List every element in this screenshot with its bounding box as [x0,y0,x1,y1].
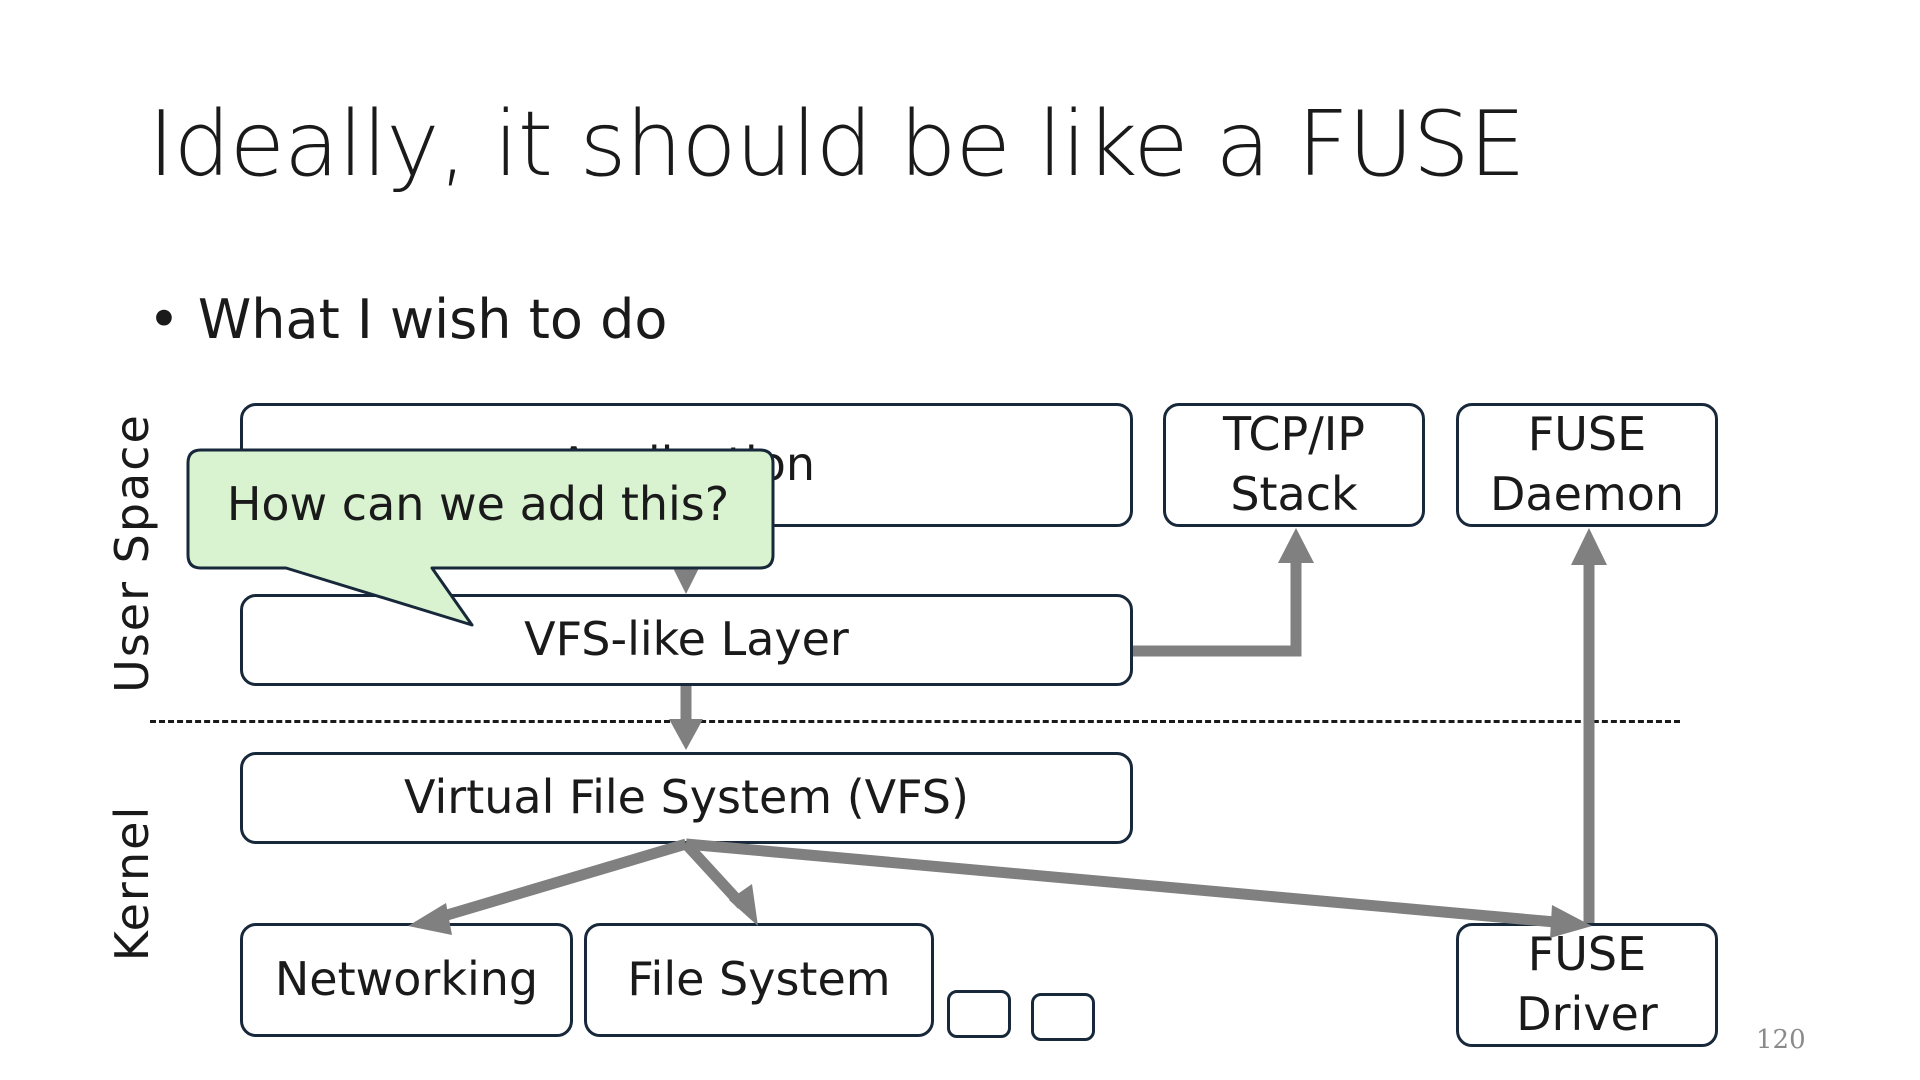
small-module-box-1 [947,990,1011,1038]
virtual-file-system-box: Virtual File System (VFS) [240,752,1133,844]
vfs-like-layer-box: VFS-like Layer [240,594,1133,686]
arrowhead-networking [408,903,452,935]
arrowhead-tcp-ip [1278,528,1314,563]
bullet-marker: • [148,288,180,351]
file-system-box: File System [584,923,934,1037]
arrow-vfs-like-layer-to-tcp-ip [1133,557,1302,657]
arrowhead-fuse-daemon [1571,528,1607,565]
arrowhead-fuse-driver [1550,905,1592,938]
arrow-vfs-to-file-system [681,840,747,909]
tcp-ip-stack-box: TCP/IP Stack [1163,403,1425,527]
fuse-daemon-box: FUSE Daemon [1456,403,1718,527]
callout-text: How can we add this? [226,477,730,531]
small-module-box-2 [1031,993,1095,1041]
arrowhead-vfs [669,719,703,750]
arrowhead-file-system [729,884,758,926]
bullet-item: • What I wish to do [148,288,667,351]
arrow-vfs-to-fuse-driver [685,838,1556,928]
bullet-text: What I wish to do [197,288,668,351]
slide-title: Ideally, it should be like a FUSE [148,92,1526,197]
callout-bubble [186,448,775,627]
arrow-vfs-to-networking [435,838,688,924]
page-number: 120 [1756,1025,1806,1055]
user-kernel-divider [150,720,1680,723]
arrowhead-vfs-like-layer [672,566,700,594]
networking-box: Networking [240,923,573,1037]
